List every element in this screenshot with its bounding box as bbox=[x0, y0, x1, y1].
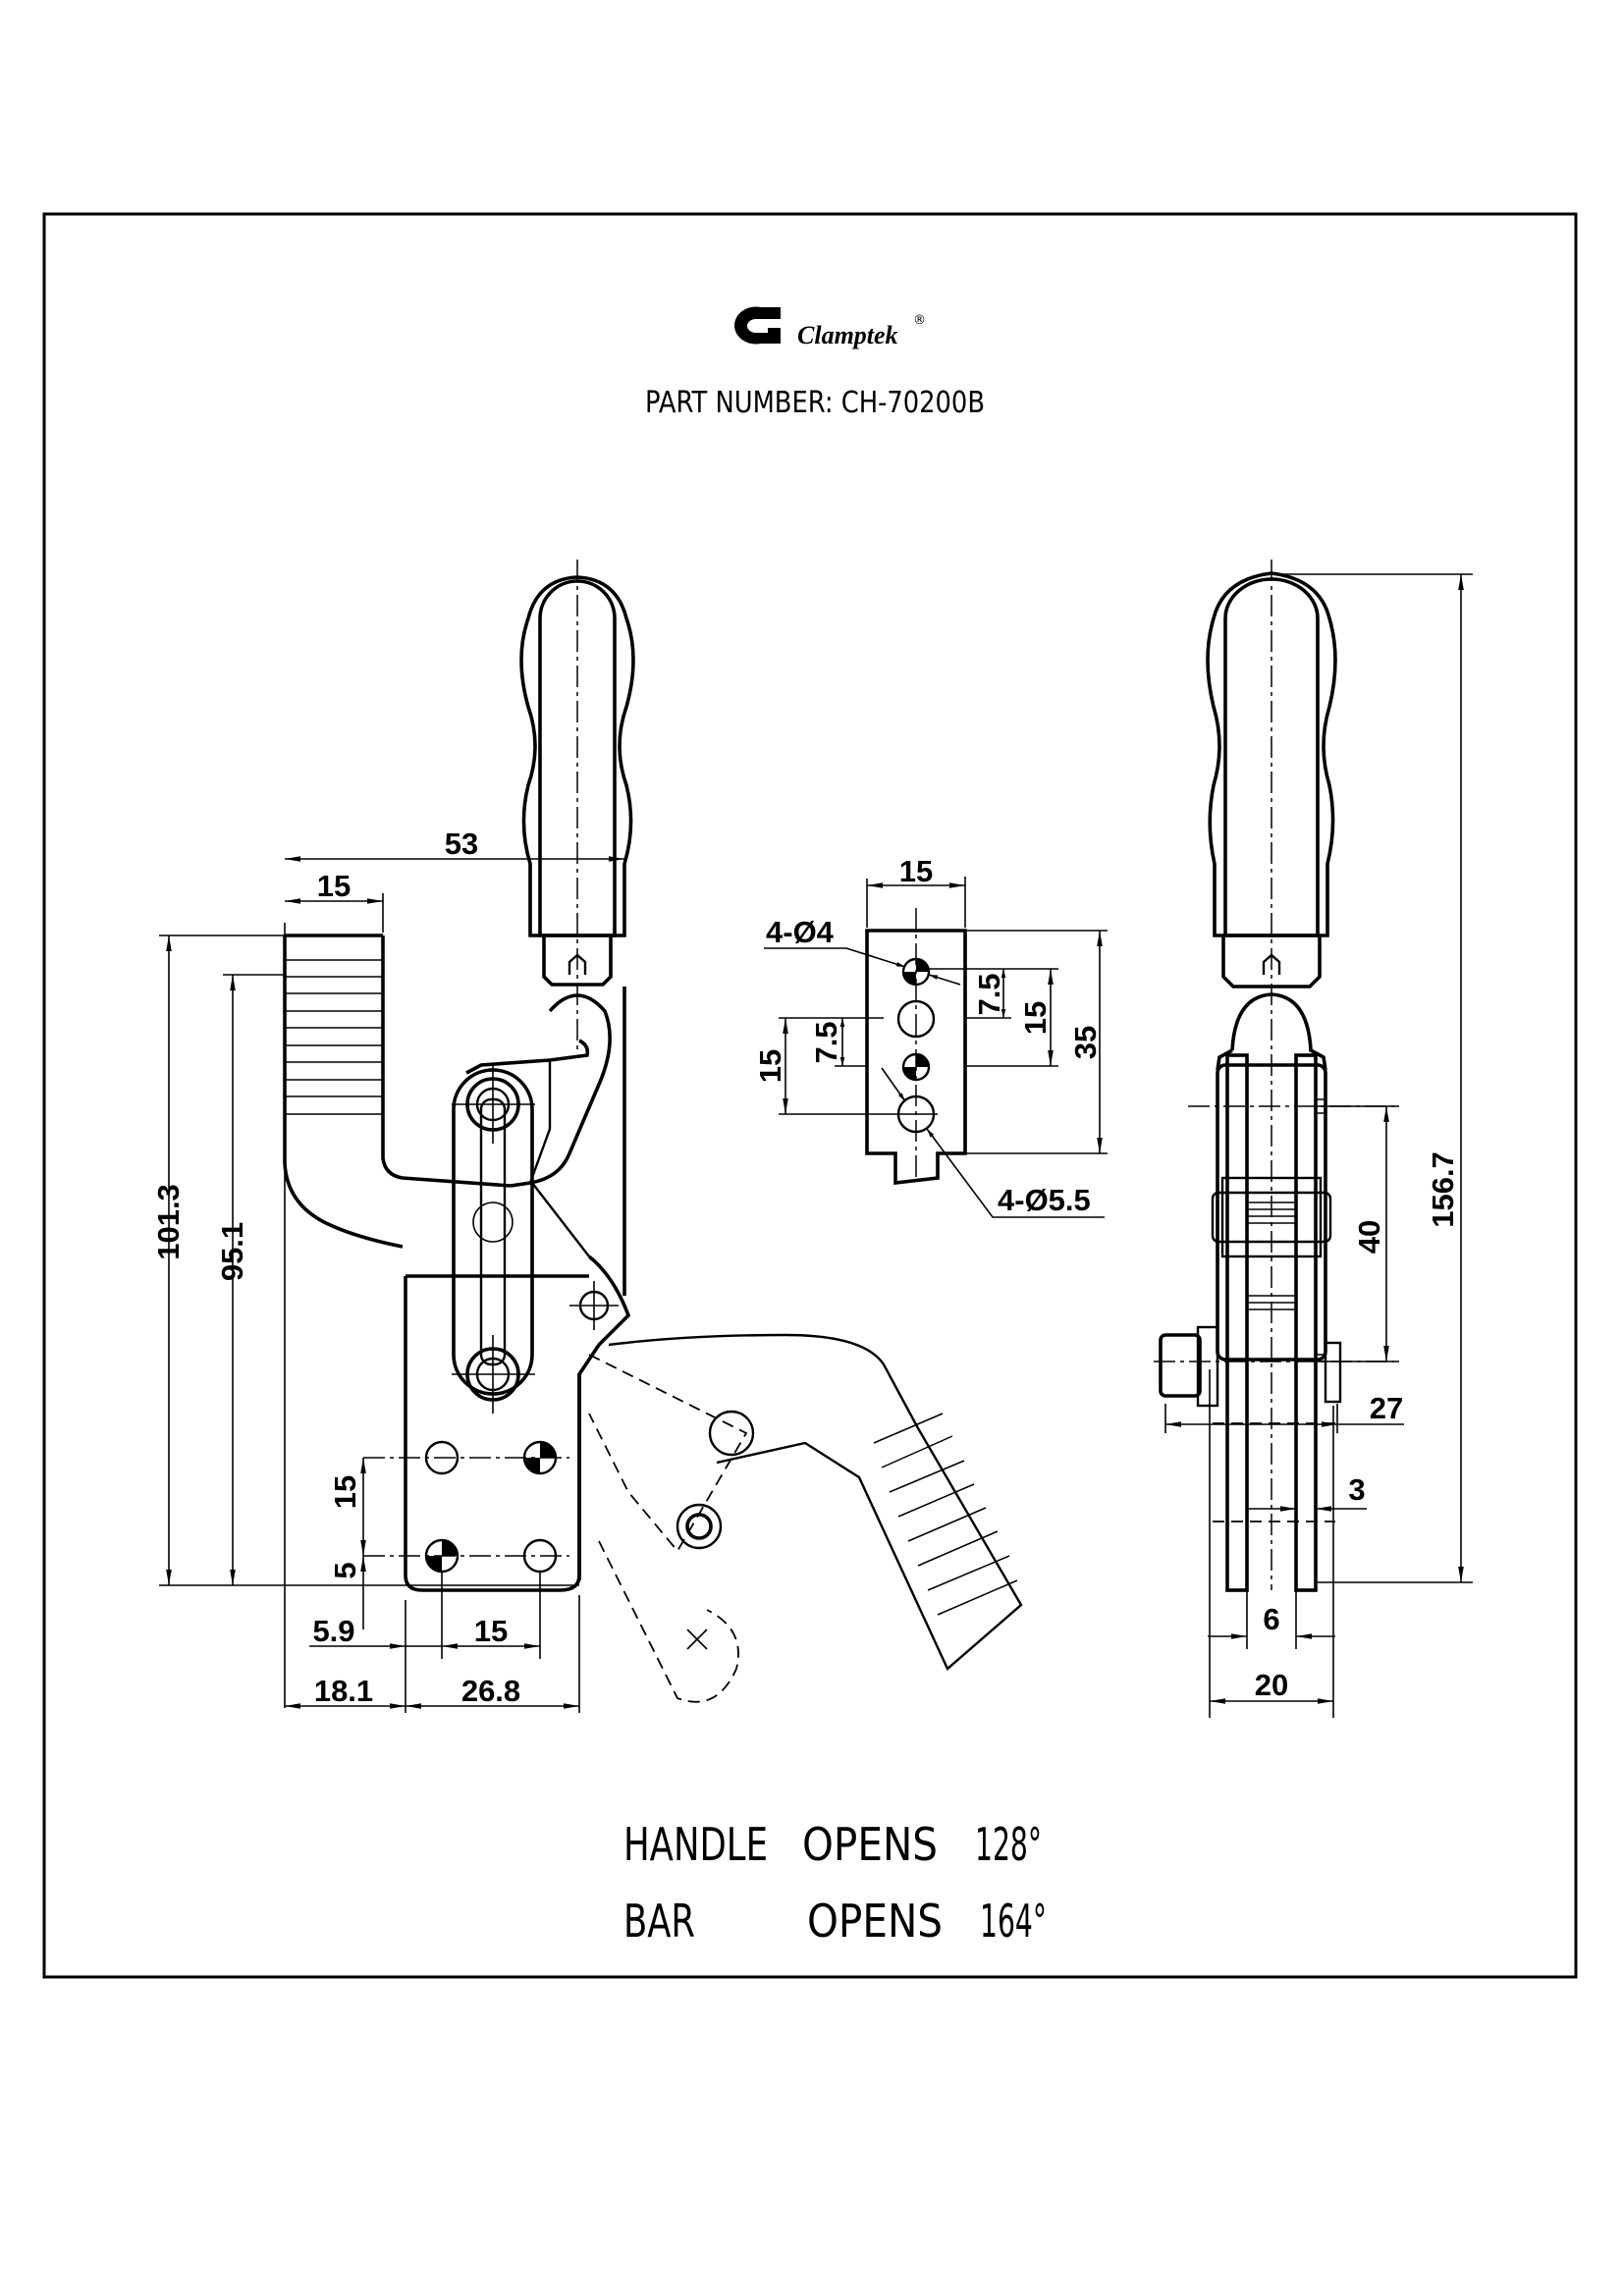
clamptek-logo-icon bbox=[733, 306, 781, 345]
drawing-frame bbox=[42, 212, 1578, 1979]
clamp-bar bbox=[283, 934, 512, 1249]
brand-logo: Clamptek ® bbox=[733, 306, 926, 349]
linkage-arm bbox=[452, 1065, 631, 1580]
handle-grip bbox=[519, 560, 635, 1050]
detail-view: 15 4-Ø4 4-Ø5.5 7.5 15 35 7.5 15 bbox=[753, 854, 1108, 1218]
dim-bolt-length: 27 bbox=[1370, 1391, 1403, 1425]
dim-hole-offset-bottom: 5 bbox=[328, 1562, 362, 1578]
dim-bar-width: 15 bbox=[317, 869, 351, 903]
bar-angle: 164° bbox=[980, 1895, 1047, 1948]
dim-gap-width: 6 bbox=[1263, 1602, 1279, 1636]
handle-label: HANDLE bbox=[623, 1818, 768, 1871]
dim-pivot-spacing: 40 bbox=[1352, 1220, 1386, 1254]
handle-opens-label: OPENS bbox=[802, 1818, 938, 1871]
small-hole-callout: 4-Ø4 bbox=[766, 915, 835, 949]
part-number: PART NUMBER: CH-70200B bbox=[645, 386, 985, 420]
dim-detail-offset-left: 7.5 bbox=[809, 1021, 843, 1063]
dim-bar-height: 95.1 bbox=[215, 1222, 249, 1281]
brand-name: Clamptek bbox=[797, 321, 898, 349]
dim-hole-spacing-horizontal: 15 bbox=[474, 1614, 508, 1648]
registered-mark: ® bbox=[913, 313, 926, 328]
dim-hole-offset-left: 5.9 bbox=[312, 1614, 354, 1648]
dim-base-width: 26.8 bbox=[461, 1674, 520, 1708]
front-view-dimensions: 53 15 101.3 95.1 15 5 5.9 15 18.1 bbox=[151, 827, 624, 1713]
large-hole-callout: 4-Ø5.5 bbox=[998, 1183, 1091, 1217]
dim-detail-offset-right: 7.5 bbox=[972, 973, 1006, 1015]
opening-angle-notes: HANDLE OPENS 128° BAR OPENS 164° bbox=[623, 1818, 1047, 1948]
open-position-phantom bbox=[588, 1333, 1023, 1703]
dim-arm-thickness: 3 bbox=[1348, 1472, 1365, 1507]
side-view-dimensions: 40 156.7 27 3 6 20 bbox=[1164, 573, 1473, 1718]
dim-detail-width: 15 bbox=[899, 854, 933, 888]
base-plate bbox=[363, 1274, 589, 1592]
dim-overall-width: 53 bbox=[445, 827, 478, 861]
dim-detail-spacing-right: 15 bbox=[1018, 1001, 1053, 1035]
side-handle-grip bbox=[1206, 560, 1337, 1590]
dim-detail-height: 35 bbox=[1068, 1026, 1103, 1059]
dim-bar-to-base: 18.1 bbox=[314, 1674, 373, 1708]
bar-opens-label: OPENS bbox=[807, 1895, 943, 1948]
front-view: 53 15 101.3 95.1 15 5 5.9 15 18.1 bbox=[151, 560, 1023, 1713]
dim-detail-spacing-left: 15 bbox=[753, 1049, 787, 1083]
dim-hole-spacing-vertical: 15 bbox=[328, 1475, 362, 1509]
dim-overall-width-side: 20 bbox=[1255, 1668, 1288, 1702]
bar-label: BAR bbox=[623, 1895, 695, 1948]
handle-angle: 128° bbox=[975, 1818, 1042, 1871]
dim-overall-height-side: 156.7 bbox=[1426, 1151, 1460, 1228]
dim-overall-height: 101.3 bbox=[151, 1184, 186, 1260]
hex-nut bbox=[1154, 1325, 1394, 1408]
side-view: 40 156.7 27 3 6 20 bbox=[1154, 560, 1473, 1718]
